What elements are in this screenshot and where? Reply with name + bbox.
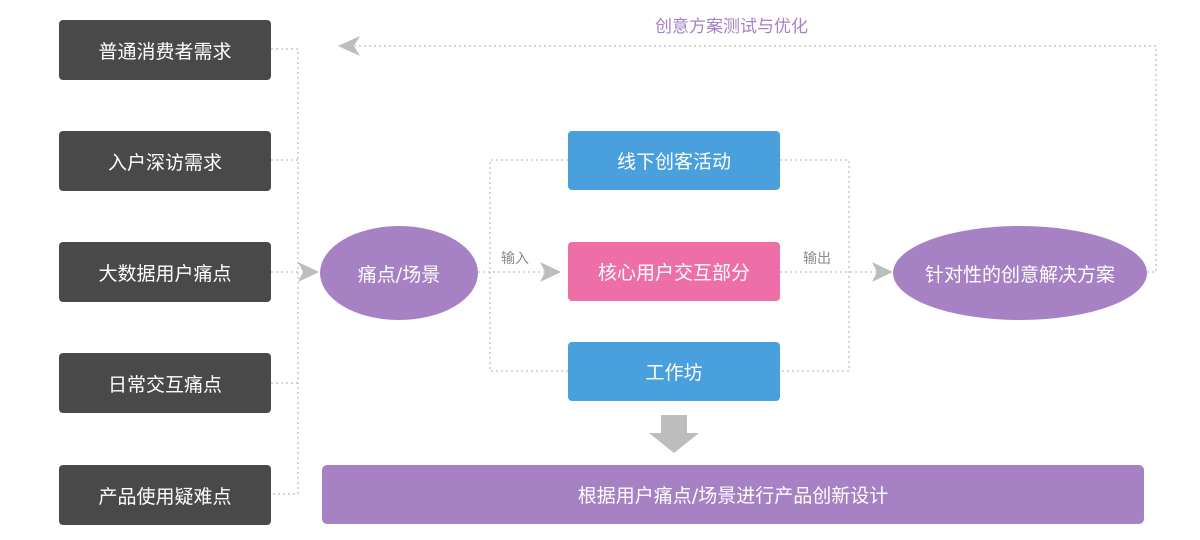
arrow-output — [872, 262, 893, 282]
source-label: 普通消费者需求 — [98, 40, 232, 63]
feedback-label: 创意方案测试与优化 — [655, 17, 808, 37]
pain-point-node: 痛点/场景 — [320, 226, 478, 320]
method-maker-activity: 线下创客活动 — [568, 131, 780, 190]
method-label: 线下创客活动 — [616, 151, 731, 173]
source-label: 日常交互痛点 — [107, 373, 222, 396]
source-home-interview: 入户深访需求 — [59, 131, 271, 191]
arrow-feedback — [338, 36, 360, 56]
output-label: 输出 — [803, 251, 831, 267]
pain-point-label: 痛点/场景 — [357, 263, 441, 286]
solution-label: 针对性的创意解决方案 — [924, 263, 1115, 286]
source-label: 入户深访需求 — [107, 151, 222, 174]
method-label: 核心用户交互部分 — [597, 262, 750, 284]
source-label: 产品使用疑难点 — [98, 485, 232, 508]
source-daily-interaction: 日常交互痛点 — [59, 353, 271, 413]
down-arrow — [649, 415, 699, 453]
result-label: 根据用户痛点/场景进行产品创新设计 — [577, 485, 889, 507]
arrow-to-painpoint — [298, 262, 319, 282]
arrow-input — [540, 262, 561, 282]
method-label: 工作坊 — [645, 362, 703, 384]
source-label: 大数据用户痛点 — [98, 262, 232, 285]
method-workshop: 工作坊 — [568, 342, 780, 401]
method-core-user-interaction: 核心用户交互部分 — [568, 242, 780, 301]
source-product-usage: 产品使用疑难点 — [59, 465, 271, 525]
source-big-data: 大数据用户痛点 — [59, 242, 271, 302]
result-bar: 根据用户痛点/场景进行产品创新设计 — [322, 465, 1144, 524]
source-consumer-needs: 普通消费者需求 — [59, 20, 271, 80]
input-label: 输入 — [501, 251, 529, 267]
solution-node: 针对性的创意解决方案 — [893, 226, 1147, 320]
